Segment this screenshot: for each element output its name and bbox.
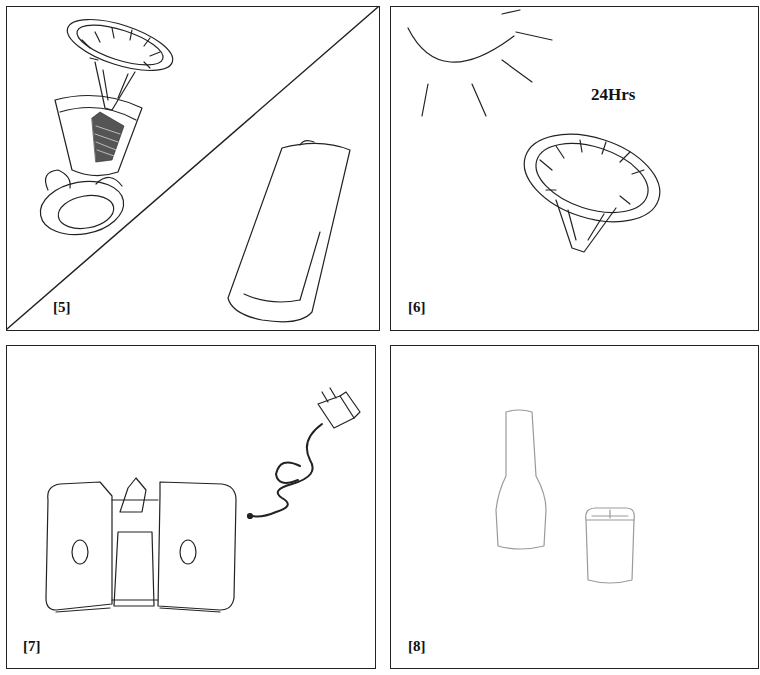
duration-label: 24Hrs xyxy=(591,85,635,105)
crevice-tool xyxy=(496,410,546,549)
charging-base xyxy=(46,478,236,612)
step-number: [6] xyxy=(408,299,426,316)
dust-bowl xyxy=(228,141,350,322)
filter-cover xyxy=(62,9,179,110)
divider-line xyxy=(7,7,378,329)
accessories xyxy=(496,410,634,583)
sun-symbol xyxy=(408,10,552,116)
step-panel: [8] xyxy=(390,345,759,669)
step-panel: [7] xyxy=(6,345,376,669)
filter-cover xyxy=(513,118,671,252)
mesh-filter xyxy=(55,96,142,176)
filter-ring xyxy=(36,170,128,241)
step-panel: 24Hrs [6] xyxy=(390,6,759,331)
step-number: [8] xyxy=(408,638,426,655)
step-panel: [5] xyxy=(6,6,380,331)
brush-tool xyxy=(586,520,634,583)
step-number: [7] xyxy=(23,638,41,655)
step-number: [5] xyxy=(53,299,71,316)
power-adapter xyxy=(248,388,361,519)
